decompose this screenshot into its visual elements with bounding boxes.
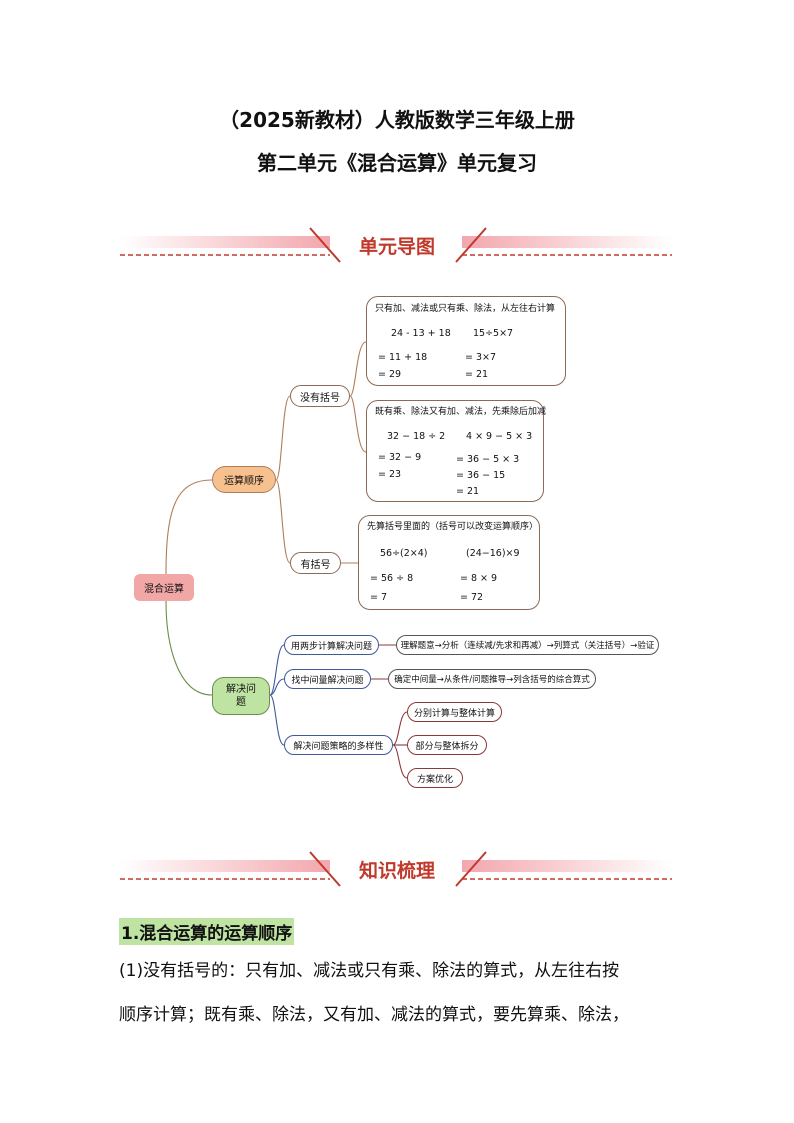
solve-item-two-step: 用两步计算解决问题 — [284, 635, 379, 655]
step: = 56 ÷ 8 — [370, 573, 414, 584]
with-paren-node: 有括号 — [290, 552, 341, 574]
step: = 36 − 15 — [456, 470, 506, 481]
solve-detail-two-step: 理解题意→分析（连续减/先求和再减）→列算式（关注括号）→验证 — [396, 635, 659, 655]
step: = 32 − 9 — [378, 452, 422, 463]
rule-left-to-right: 只有加、减法或只有乘、除法，从左往右计算 — [375, 304, 556, 314]
banner-knowledge: 知识梳理 — [358, 860, 435, 882]
step: = 3×7 — [465, 352, 497, 363]
expr: 4 × 9 − 5 × 3 — [466, 431, 533, 442]
expr: 32 − 18 ÷ 2 — [387, 431, 446, 442]
strategy-item: 方案优化 — [407, 768, 463, 788]
solve-item-strategies: 解决问题策略的多样性 — [284, 735, 393, 755]
doc-title-line1: （2025新教材）人教版数学三年级上册 — [219, 108, 575, 132]
example-box-parentheses — [358, 515, 540, 610]
banner-map-decoration — [120, 227, 672, 263]
step: = 11 + 18 — [378, 352, 428, 363]
strategy-item: 分别计算与整体计算 — [407, 702, 502, 722]
expr: 15÷5×7 — [473, 328, 514, 339]
step: = 36 − 5 × 3 — [456, 454, 520, 465]
expr: (24−16)×9 — [466, 548, 520, 559]
step: = 23 — [378, 469, 402, 480]
step: = 21 — [456, 486, 480, 497]
doc-title-line2: 第二单元《混合运算》单元复习 — [257, 151, 537, 175]
root-node: 混合运算 — [134, 574, 194, 601]
solve-item-intermediate: 找中间量解决问题 — [284, 669, 371, 689]
example-box-mult-first — [366, 400, 544, 502]
strategy-item: 部分与整体拆分 — [407, 735, 487, 755]
mindmap-connectors — [165, 341, 408, 779]
paragraph-line: 顺序计算；既有乘、除法，又有加、减法的算式，要先算乘、除法， — [119, 1005, 629, 1025]
banner-knowledge-decoration — [120, 851, 672, 887]
rule-parentheses: 先算括号里面的（括号可以改变运算顺序） — [367, 522, 539, 532]
step: = 29 — [378, 369, 402, 380]
step: = 7 — [370, 592, 388, 603]
solve-detail-intermediate: 确定中间量→从条件/问题推导→列含括号的综合算式 — [388, 669, 596, 689]
paragraph-line: (1)没有括号的：只有加、减法或只有乘、除法的算式，从左往右按 — [119, 961, 620, 981]
solve-node: 解决问题 — [212, 677, 270, 715]
example-box-left-to-right — [366, 296, 566, 386]
rule-mult-first: 既有乘、除法又有加、减法，先乘除后加减 — [375, 407, 547, 417]
section-heading: 1.混合运算的运算顺序 — [119, 918, 295, 945]
step: = 8 × 9 — [460, 573, 498, 584]
expr: 24 - 13 + 18 — [391, 328, 451, 339]
order-node: 运算顺序 — [212, 466, 276, 493]
no-paren-node: 没有括号 — [290, 385, 350, 407]
banner-unit-map: 单元导图 — [358, 236, 435, 258]
step: = 72 — [460, 592, 484, 603]
step: = 21 — [465, 369, 489, 380]
expr: 56÷(2×4) — [380, 548, 428, 559]
